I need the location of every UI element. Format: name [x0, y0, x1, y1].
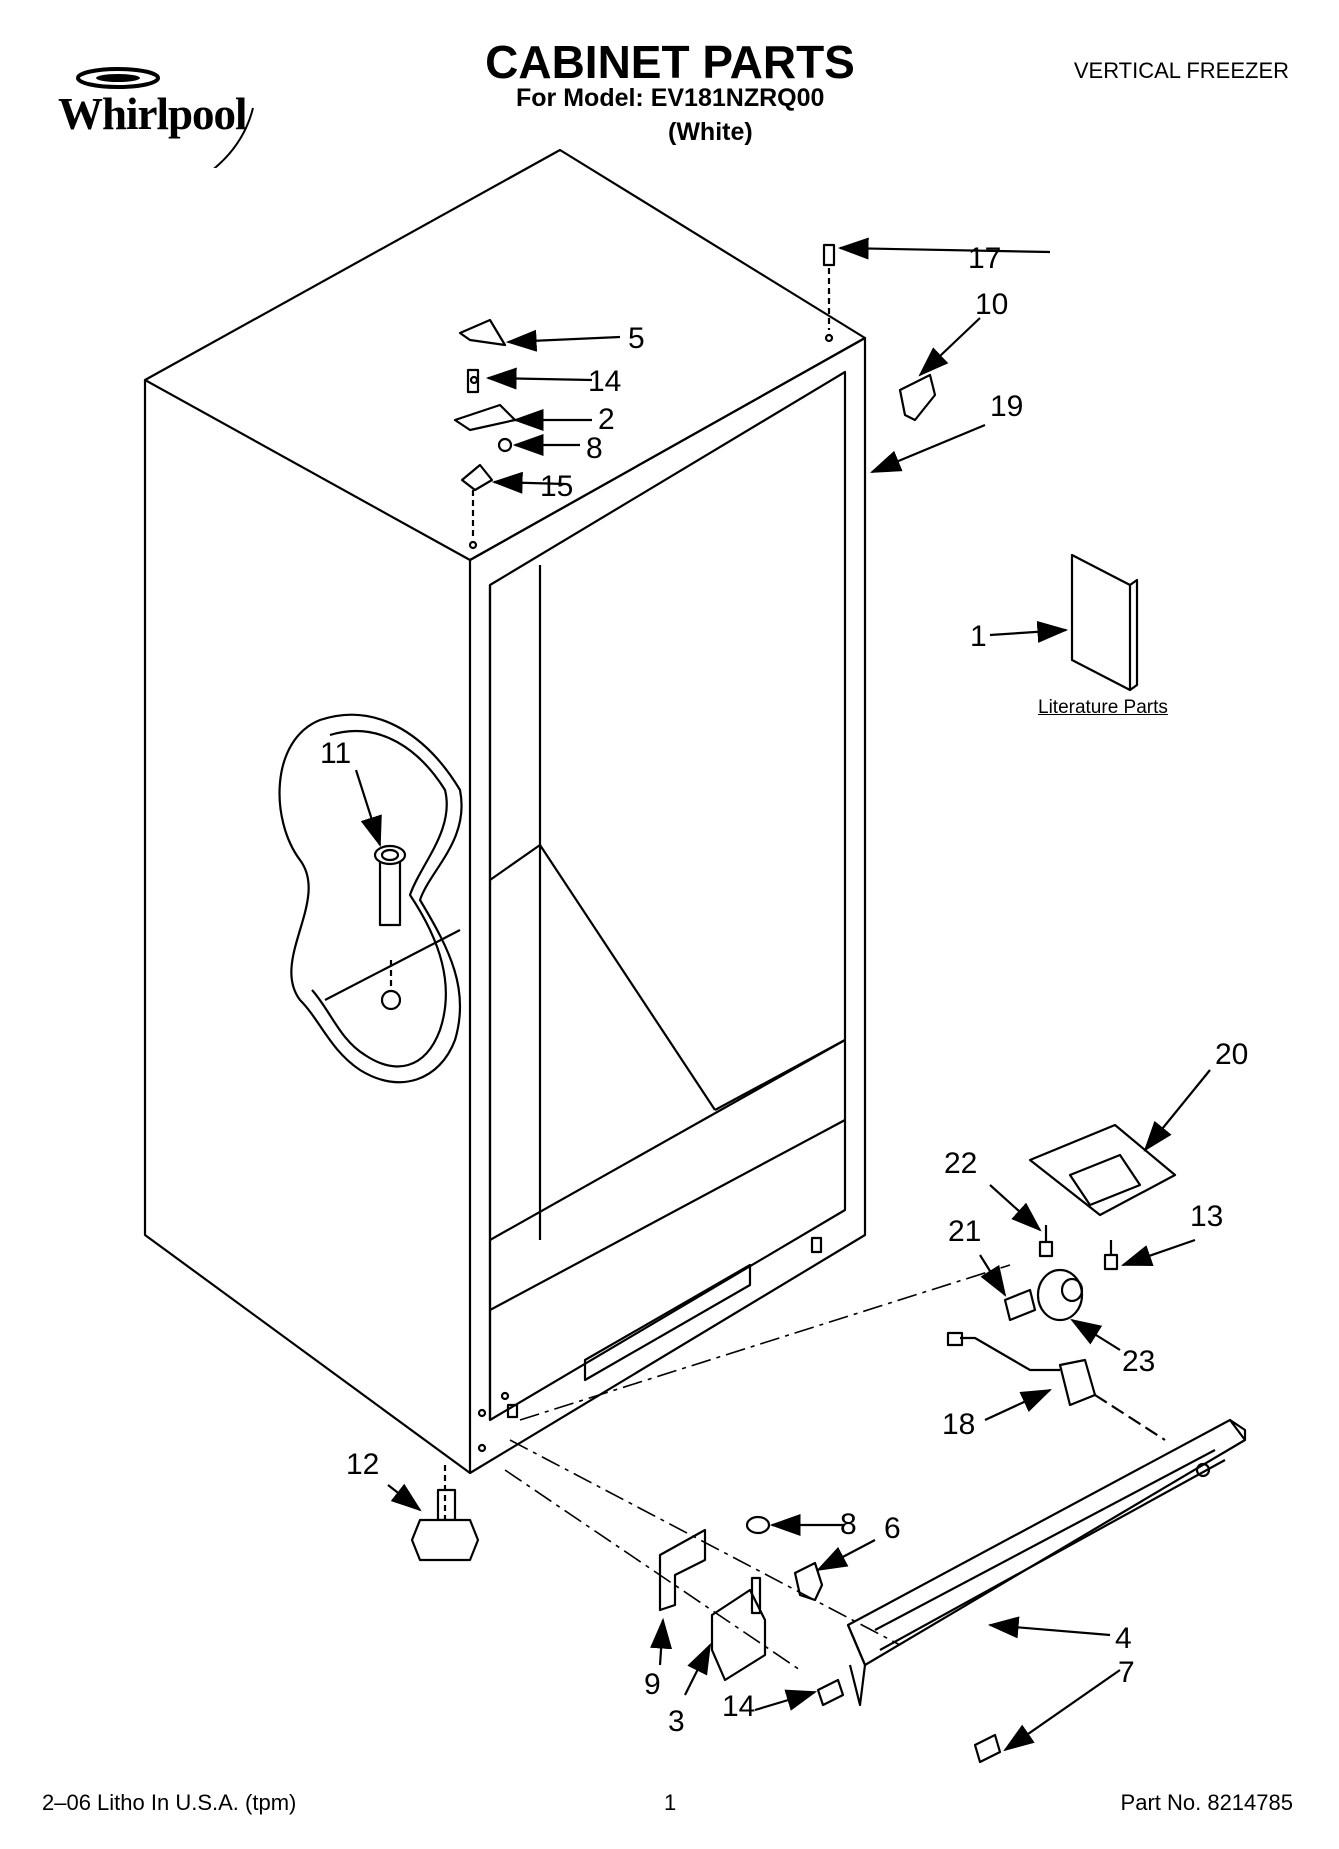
- callout-21: 21: [948, 1215, 982, 1248]
- callout-3: 3: [668, 1705, 685, 1738]
- callout-20: 20: [1215, 1038, 1249, 1071]
- page-number: 1: [664, 1790, 677, 1815]
- callout-12: 12: [346, 1448, 380, 1481]
- litho-info: 2–06 Litho In U.S.A. (tpm): [42, 1790, 297, 1815]
- callout-4: 4: [1115, 1622, 1132, 1655]
- callout-9: 9: [644, 1668, 661, 1701]
- callout-14-bottom: 14: [722, 1690, 756, 1723]
- callout-22: 22: [944, 1147, 978, 1180]
- callout-10: 10: [975, 288, 1009, 321]
- brand-name: Whirlpool: [58, 89, 248, 139]
- callout-13: 13: [1190, 1200, 1224, 1233]
- color-variant: (White): [668, 118, 753, 146]
- callout-11: 11: [320, 737, 352, 770]
- whirlpool-logo: Whirlpool: [58, 67, 254, 168]
- callout-7: 7: [1118, 1656, 1135, 1689]
- callout-8-top: 8: [586, 432, 603, 465]
- callout-18: 18: [942, 1408, 976, 1441]
- logo-swirl-icon: [76, 67, 254, 168]
- cabinet-body: [143, 148, 867, 562]
- callout-15: 15: [540, 470, 574, 503]
- callout-5: 5: [628, 322, 645, 355]
- literature-parts-label: Literature Parts: [1038, 697, 1168, 718]
- callout-23: 23: [1122, 1345, 1156, 1378]
- callout-17: 17: [968, 242, 1002, 275]
- product-type: VERTICAL FREEZER: [1073, 58, 1289, 83]
- callout-2: 2: [598, 403, 615, 436]
- part-number: Part No. 8214785: [1120, 1790, 1293, 1815]
- callout-14-top: 14: [588, 365, 622, 398]
- callout-19: 19: [990, 390, 1024, 423]
- page-title: CABINET PARTS: [485, 36, 855, 88]
- callout-1: 1: [970, 620, 987, 653]
- callout-6: 6: [884, 1512, 901, 1545]
- callout-8-bottom: 8: [840, 1508, 857, 1541]
- model-line: For Model: EV181NZRQ00: [516, 84, 825, 112]
